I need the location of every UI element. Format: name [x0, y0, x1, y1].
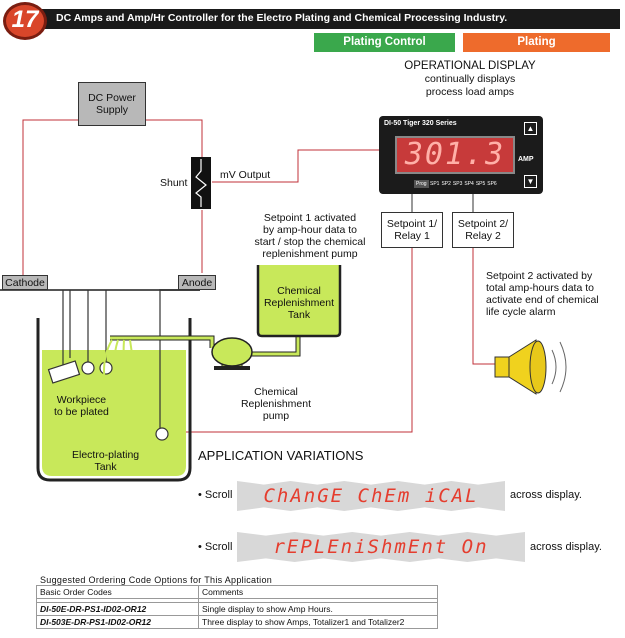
anode-electrode — [155, 427, 169, 441]
header-bar — [20, 9, 620, 29]
workpiece-label: Workpiece to be plated — [54, 394, 109, 418]
table-header-cell: Comments — [198, 585, 438, 599]
scroll-display-strip-2: rEPLEniShmEnt On — [237, 532, 525, 562]
meter-unit: AMP — [518, 156, 534, 163]
table-header-row: Basic Order Codes Comments — [36, 585, 438, 599]
order-code-cell: DI-50E-DR-PS1-ID02-OR12 — [36, 602, 199, 616]
setpoint-indicator: SP1 — [430, 181, 440, 187]
order-code-cell: DI-503E-DR-PS1-ID02-OR12 — [36, 615, 199, 629]
meter-reading: 301.3 — [404, 137, 506, 172]
comment-cell: Single display to show Amp Hours. — [198, 602, 438, 616]
scroll-display-text-1: ChAnGE ChEm iCAL — [263, 485, 479, 507]
shunt-label: Shunt — [160, 177, 188, 189]
pump-icon — [211, 337, 253, 370]
scroll-label-2: • Scroll — [198, 541, 233, 553]
mv-output-label: mV Output — [220, 169, 271, 181]
operational-display-title: OPERATIONAL DISPLAY — [404, 60, 536, 72]
setpoint-indicator: SP5 — [475, 181, 486, 187]
setpoint2-relay-box: Setpoint 2/ Relay 2 — [452, 212, 514, 248]
ordering-table: Basic Order Codes Comments DI-50E-DR-PS1… — [36, 585, 438, 629]
operational-display-heading: OPERATIONAL DISPLAY continually displays… — [380, 60, 560, 99]
meter-screen — [395, 136, 515, 174]
shunt-device — [191, 157, 211, 209]
setpoint-indicator: SP4 — [464, 181, 474, 187]
workpiece-ball — [99, 361, 113, 375]
setpoint2-note: Setpoint 2 activated by total amp-hours … — [486, 270, 599, 318]
electroplating-solution — [42, 350, 186, 476]
comment-cell: Three display to show Amps, Totalizer1 a… — [198, 615, 438, 629]
meter-prog-button[interactable]: Prog — [414, 180, 429, 188]
table-row: DI-50E-DR-PS1-ID02-OR12 Single display t… — [36, 602, 438, 616]
down-arrow-icon[interactable]: ▼ — [524, 175, 537, 188]
chemical-tank — [256, 265, 342, 338]
section-number-badge — [3, 2, 47, 40]
scroll-label-1: • Scroll — [198, 489, 233, 501]
wiring — [22, 119, 495, 433]
workpiece-ball — [81, 361, 95, 375]
electroplating-tank-outline — [36, 318, 192, 482]
ordering-caption: Suggested Ordering Code Options for This… — [40, 575, 273, 585]
electroplating-tank-label: Electro-plating Tank — [72, 449, 140, 473]
meter-setpoint-indicators: SP1 SP2 SP3 SP4 SP5 SP6 — [430, 181, 497, 187]
header-title: DC Amps and Amp/Hr Controller for the El… — [56, 12, 508, 24]
application-variations-title: APPLICATION VARIATIONS — [198, 448, 364, 463]
plating-control-tag: Plating Control — [314, 33, 455, 52]
solution-flow-lines — [103, 339, 141, 393]
setpoint-indicator: SP6 — [487, 181, 497, 187]
plating-tag: Plating — [463, 33, 610, 52]
table-header-cell: Basic Order Codes — [36, 585, 199, 599]
setpoint1-relay-box: Setpoint 1/ Relay 1 — [381, 212, 443, 248]
scroll-display-strip-1: ChAnGE ChEm iCAL — [237, 481, 505, 511]
setpoint-indicator: SP2 — [441, 181, 451, 187]
cathode-label: Cathode — [2, 275, 48, 290]
scroll-suffix-2: across display. — [530, 541, 602, 553]
pump-label: Chemical Replenishment pump — [240, 386, 312, 422]
scroll-display-text-2: rEPLEniShmEnt On — [273, 536, 489, 558]
up-arrow-icon[interactable]: ▲ — [524, 122, 537, 135]
operational-display-subtitle: continually displays process load amps — [424, 73, 516, 98]
shunt-resistor-icon — [195, 159, 207, 207]
setpoint-indicator: SP3 — [452, 181, 463, 187]
alarm-speaker-icon — [494, 339, 567, 395]
dc-power-supply-box: DC Power Supply — [78, 82, 146, 126]
scroll-suffix-1: across display. — [510, 489, 582, 501]
table-row: DI-503E-DR-PS1-ID02-OR12 Three display t… — [36, 615, 438, 629]
section-number: 17 — [11, 6, 39, 33]
anode-label: Anode — [178, 275, 216, 290]
chemical-tank-label: Chemical Replenishment Tank — [263, 285, 335, 321]
setpoint1-note: Setpoint 1 activated by amp-hour data to… — [254, 212, 366, 260]
meter-model: DI-50 Tiger 320 Series — [384, 120, 457, 127]
workpiece-plate — [47, 360, 81, 384]
